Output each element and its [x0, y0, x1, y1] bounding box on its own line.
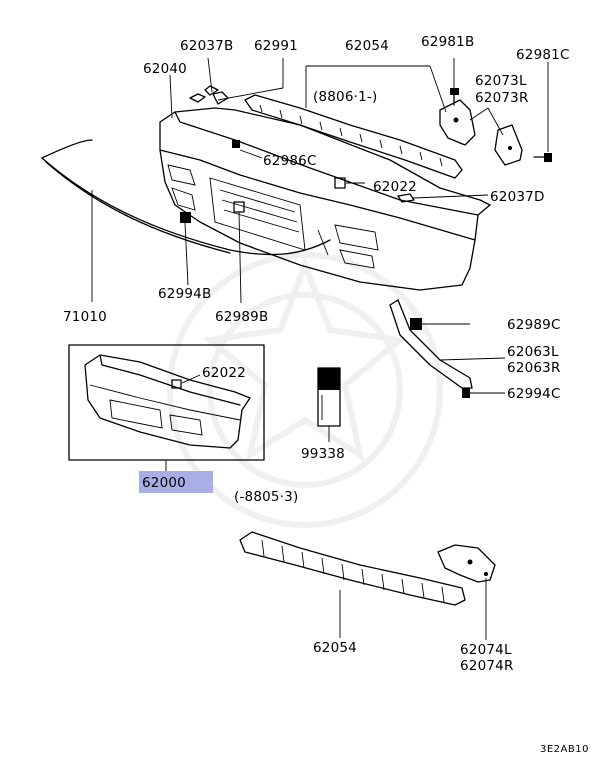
label-62981C[interactable]: 62981C — [516, 47, 570, 63]
label-62073R[interactable]: 62073R — [475, 90, 529, 106]
part-62073-bracket[interactable] — [439, 99, 523, 166]
part-62000-highlight[interactable] — [139, 471, 213, 493]
label-date-bottom: (-8805·3) — [234, 489, 298, 505]
bumper-assembly-box[interactable] — [68, 344, 265, 461]
label-62000[interactable]: 62000 — [142, 475, 186, 491]
leader-lines — [91, 57, 549, 640]
label-62986C[interactable]: 62986C — [263, 153, 317, 169]
part-62989C-clip[interactable] — [410, 318, 422, 330]
label-62063L[interactable]: 62063L — [507, 344, 559, 360]
labels: 62037B 62991 62054 62981B 62981C 62040 (… — [63, 34, 589, 755]
label-62989C[interactable]: 62989C — [507, 317, 561, 333]
label-62994C[interactable]: 62994C — [507, 386, 561, 402]
part-62037D-clip[interactable] — [397, 193, 415, 203]
label-99338[interactable]: 99338 — [301, 446, 345, 462]
part-99338-paint[interactable] — [317, 367, 341, 427]
part-62022-clip-top[interactable] — [334, 177, 346, 189]
label-62054-top[interactable]: 62054 — [345, 38, 389, 54]
label-62073L[interactable]: 62073L — [475, 73, 527, 89]
part-62054-reinforcement-bottom[interactable] — [239, 531, 466, 606]
part-62063-stay[interactable] — [389, 299, 473, 389]
label-62989B[interactable]: 62989B — [215, 309, 268, 325]
part-62074-bracket[interactable] — [437, 544, 496, 583]
label-62074L[interactable]: 62074L — [460, 642, 512, 658]
label-62063R[interactable]: 62063R — [507, 360, 561, 376]
label-62054-bottom[interactable]: 62054 — [313, 640, 357, 656]
part-62054-reinforcement-top[interactable] — [244, 94, 463, 179]
label-62022-box[interactable]: 62022 — [202, 365, 246, 381]
label-62991[interactable]: 62991 — [254, 38, 298, 54]
label-62074R[interactable]: 62074R — [460, 658, 514, 674]
label-62037B[interactable]: 62037B — [180, 38, 233, 54]
label-62981B[interactable]: 62981B — [421, 34, 474, 50]
part-62981B-bolt[interactable] — [450, 88, 459, 106]
label-71010[interactable]: 71010 — [63, 309, 107, 325]
label-62040[interactable]: 62040 — [143, 61, 187, 77]
label-62037D[interactable]: 62037D — [490, 189, 545, 205]
part-62986C-clip[interactable] — [232, 140, 240, 148]
label-date-top: (8806·1-) — [313, 89, 377, 105]
part-62981C-bolt[interactable] — [533, 153, 552, 162]
part-71010-moulding[interactable] — [41, 139, 331, 256]
part-62994C-bolt[interactable] — [462, 388, 470, 398]
diagram-code: 3E2AB10 — [540, 744, 589, 755]
part-front-bumper-upper[interactable] — [159, 107, 491, 291]
label-62022-top[interactable]: 62022 — [373, 179, 417, 195]
label-62994B[interactable]: 62994B — [158, 286, 211, 302]
part-62991-clip[interactable] — [189, 85, 229, 105]
watermark-emblem — [167, 252, 443, 528]
part-62994B-nut[interactable] — [180, 212, 191, 223]
